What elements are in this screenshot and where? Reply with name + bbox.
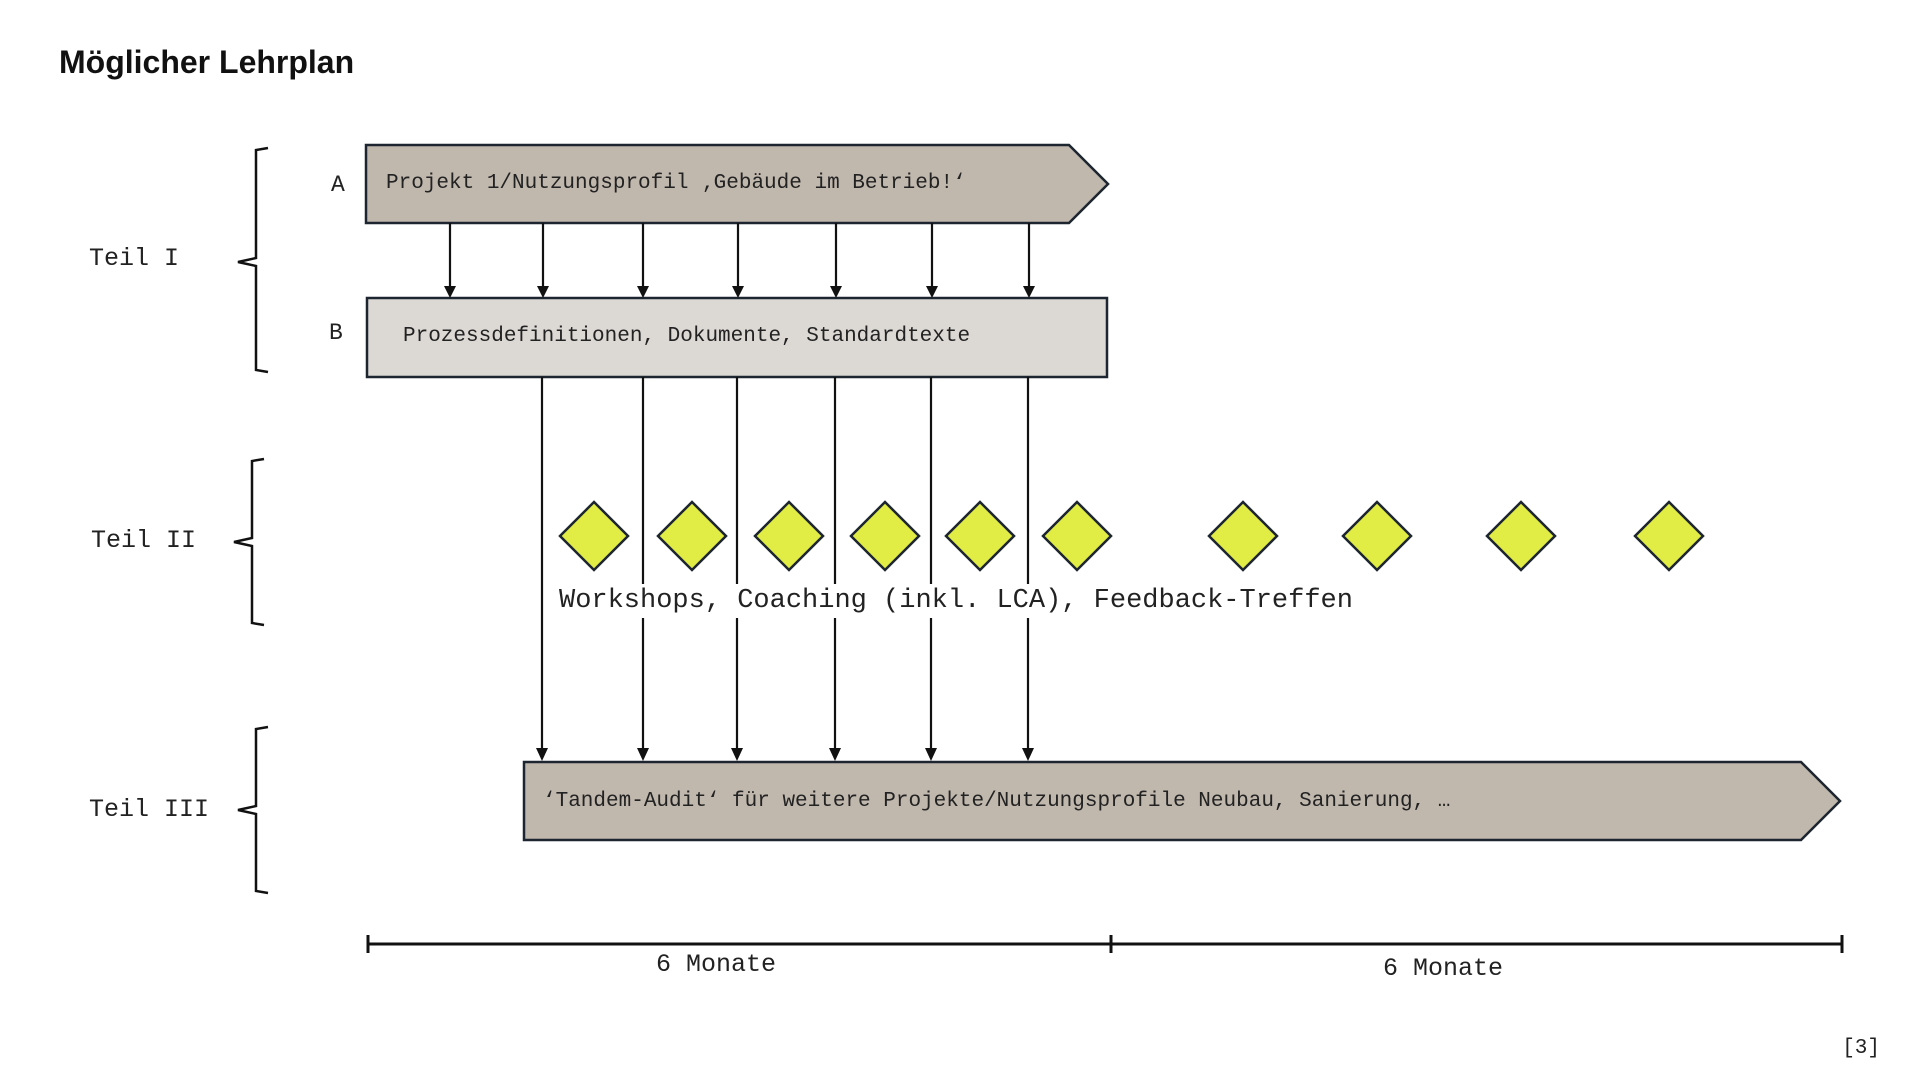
part-label-teil-1: Teil I	[89, 244, 180, 273]
milestone-7	[1207, 500, 1279, 572]
milestone-1	[558, 500, 630, 572]
milestone-6	[1041, 500, 1113, 572]
row-label-b: B	[329, 320, 343, 346]
milestone-5	[944, 500, 1016, 572]
row-label-a: A	[331, 172, 345, 198]
timeline-axis	[366, 935, 1844, 953]
milestones	[558, 500, 1705, 572]
box-a-project	[364, 143, 1110, 225]
box-c-tandem-audit	[522, 760, 1842, 842]
box-a-text: Projekt 1/Nutzungsprofil ‚Gebäude im Bet…	[386, 172, 966, 195]
activities-label: Workshops, Coaching (inkl. LCA), Feedbac…	[555, 584, 1357, 618]
part-label-teil-2: Teil II	[91, 526, 197, 555]
arrows-a-to-b	[444, 223, 1035, 298]
box-b-process	[365, 296, 1109, 379]
brace-teil-1	[237, 146, 269, 374]
arrows-b-to-c	[536, 377, 1034, 761]
box-c-text: ‘Tandem-Audit‘ für weitere Projekte/Nutz…	[543, 790, 1451, 813]
milestone-4	[849, 500, 921, 572]
duration-second-half: 6 Monate	[1383, 954, 1504, 983]
milestone-10	[1633, 500, 1705, 572]
duration-first-half: 6 Monate	[656, 950, 777, 979]
box-b-text: Prozessdefinitionen, Dokumente, Standard…	[403, 325, 971, 348]
part-label-teil-3: Teil III	[89, 795, 210, 824]
milestone-3	[753, 500, 825, 572]
page-title: Möglicher Lehrplan	[59, 44, 355, 80]
brace-teil-2	[233, 457, 265, 627]
milestone-9	[1485, 500, 1557, 572]
page-number: [3]	[1842, 1037, 1880, 1060]
brace-teil-3	[237, 725, 269, 895]
milestone-2	[656, 500, 728, 572]
milestone-8	[1341, 500, 1413, 572]
